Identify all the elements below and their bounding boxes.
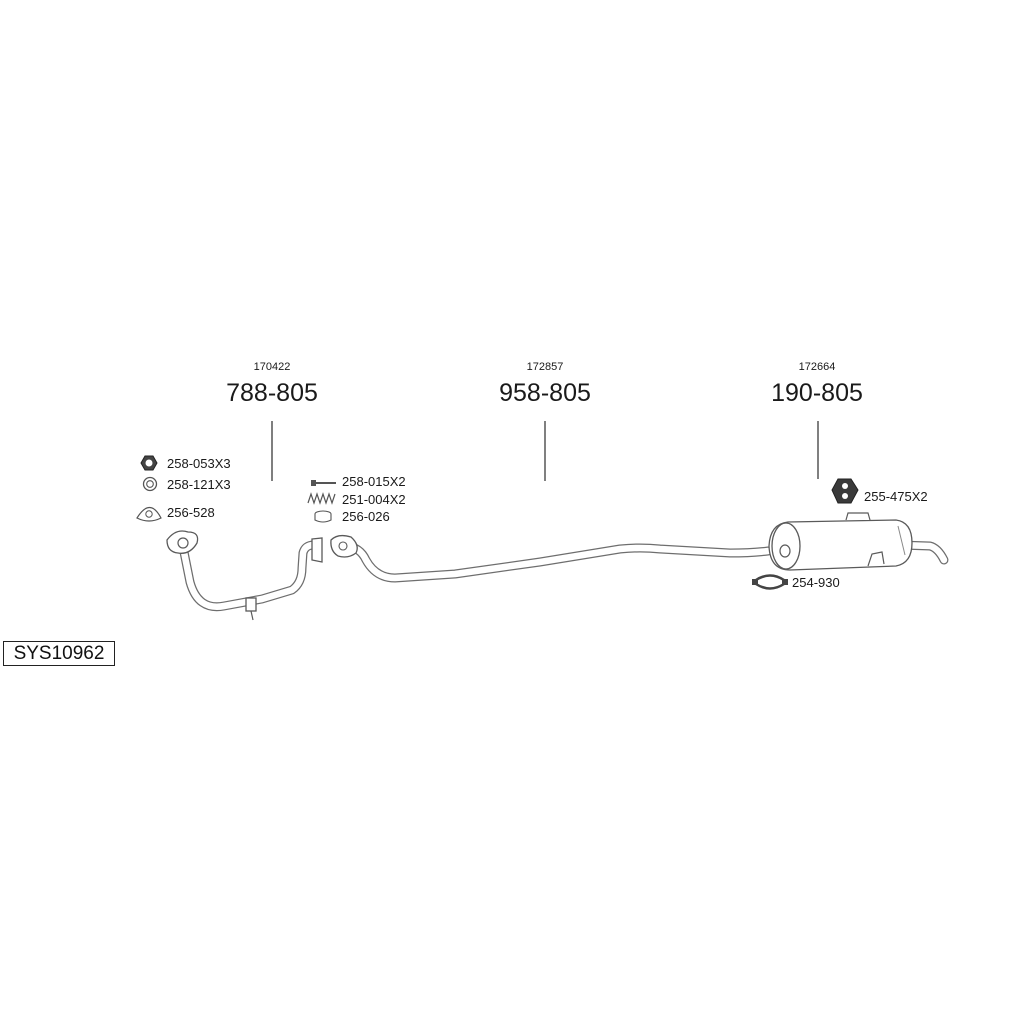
system-code-box: SYS10962 <box>3 641 115 666</box>
assembly-ref-2: 172857 <box>527 361 564 373</box>
fitting-label-6: 256-026 <box>342 509 390 524</box>
spring-icon <box>307 492 336 505</box>
fitting-label-2: 258-121X3 <box>167 477 231 492</box>
intermediate-pipe-part <box>330 534 773 583</box>
fitting-label-8: 254-930 <box>792 575 840 590</box>
assembly-part-no-2: 958-805 <box>499 379 591 407</box>
assembly-part-no-3: 190-805 <box>771 379 863 407</box>
hex-nut-icon <box>140 455 158 471</box>
front-pipe-part <box>166 530 323 621</box>
fitting-label-4: 258-015X2 <box>342 474 406 489</box>
flange-gasket-icon <box>136 506 162 522</box>
fitting-label-5: 251-004X2 <box>342 492 406 507</box>
bolt-icon <box>311 480 336 486</box>
sealing-ring-icon <box>314 510 332 523</box>
fitting-label-3: 256-528 <box>167 505 215 520</box>
fitting-label-1: 258-053X3 <box>167 456 231 471</box>
assembly-ref-1: 170422 <box>254 361 291 373</box>
rubber-hanger-icon <box>831 478 859 504</box>
fitting-label-7: 255-475X2 <box>864 489 928 504</box>
assembly-ref-3: 172664 <box>799 361 836 373</box>
pipe-clamp-icon <box>752 574 788 590</box>
assembly-part-no-1: 788-805 <box>226 379 318 407</box>
rear-silencer-part <box>768 512 949 571</box>
ring-washer-icon <box>142 476 158 492</box>
